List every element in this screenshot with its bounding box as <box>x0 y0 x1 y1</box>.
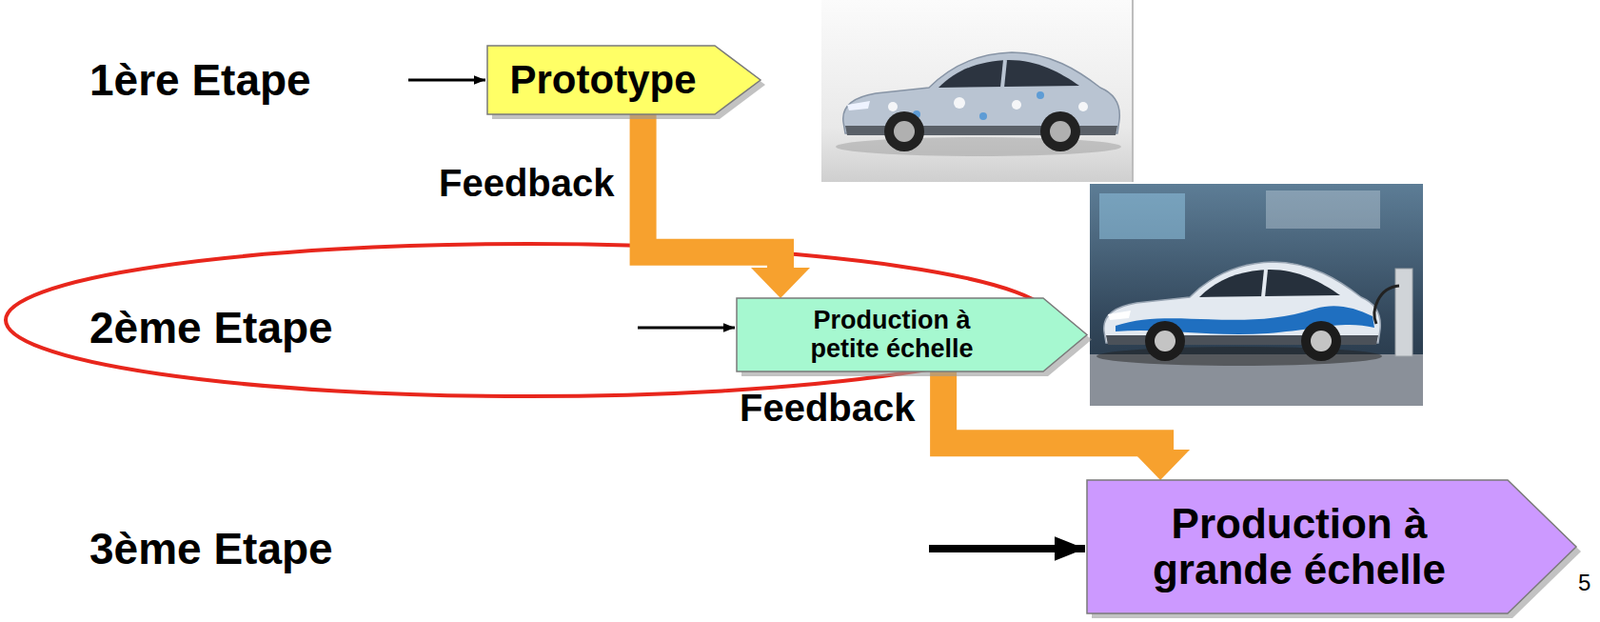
charging-cable <box>1374 285 1400 324</box>
box-text: Prototype <box>509 58 696 101</box>
box-text: Production à petite échelle <box>796 306 988 362</box>
large-production-box: Production à grande échelle <box>1086 479 1577 613</box>
screen-panel <box>1099 193 1186 239</box>
step-label: 2ème Etape <box>89 302 334 354</box>
feedback-arrow <box>943 371 1190 480</box>
box-outline <box>736 297 1087 372</box>
box-outline <box>1086 479 1577 613</box>
arrow-head <box>1130 449 1190 480</box>
step-label: 1ère Etape <box>89 55 312 106</box>
arrow-shaft <box>943 371 1161 450</box>
prototype-box: Prototype <box>487 45 761 115</box>
car-figure <box>1096 261 1383 366</box>
photo-background <box>821 0 1133 182</box>
step-arrow <box>408 79 486 82</box>
page-number: 5 <box>1578 569 1591 596</box>
edge-label: Feedback <box>438 160 615 205</box>
box-outline <box>487 45 761 115</box>
step-label: 3ème Etape <box>89 523 334 574</box>
step-arrow <box>637 326 735 330</box>
edge-label: Feedback <box>739 385 916 430</box>
arrow-head <box>750 267 810 298</box>
charger-post <box>1395 268 1413 356</box>
small-production-box: Production à petite échelle <box>736 297 1087 372</box>
photo-background <box>1089 183 1423 406</box>
feedback-arrow <box>643 114 810 298</box>
car-figure <box>835 52 1122 157</box>
screen-panel <box>1265 190 1381 229</box>
prototype-car-photo <box>821 0 1133 182</box>
photo-edge <box>1131 0 1134 182</box>
plug-in-car-photo <box>1089 183 1423 406</box>
step-arrow <box>928 544 1086 553</box>
arrow-shaft <box>643 114 781 268</box>
box-text: Production à grande échelle <box>1137 500 1462 592</box>
